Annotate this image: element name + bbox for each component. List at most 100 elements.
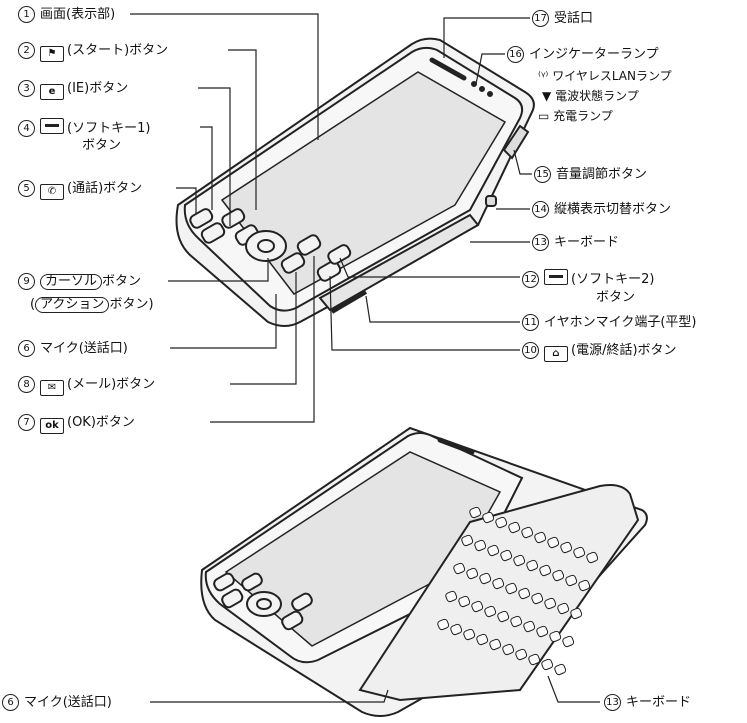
lamp-3 xyxy=(487,91,493,97)
open-key-mail xyxy=(281,610,304,631)
qwerty-key xyxy=(471,600,484,613)
qwerty-key xyxy=(515,648,528,661)
label-text: イヤホンマイク端子(平型) xyxy=(544,315,697,330)
open-key-start xyxy=(241,572,263,592)
leader-5 xyxy=(176,187,197,214)
label-start-button: 2 ⚑(スタート)ボタン xyxy=(18,42,168,62)
phone-closed xyxy=(175,37,535,327)
qwerty-key xyxy=(578,579,591,592)
label-ok-button: 7 ok(OK)ボタン xyxy=(18,414,135,434)
label-text: (ソフトキー2) xyxy=(571,272,655,287)
label-action-button: (アクションボタン) xyxy=(30,297,154,313)
callout-number: 12 xyxy=(522,271,539,288)
label-softkey1-sub: ボタン xyxy=(82,138,121,154)
callout-number: 15 xyxy=(534,166,551,183)
label-text: (ソフトキー1) xyxy=(67,121,151,136)
ok-key-icon: ok xyxy=(40,418,64,434)
qwerty-key xyxy=(500,549,513,562)
callout-number: 1 xyxy=(18,6,35,23)
leader-11 xyxy=(365,295,520,323)
label-text: (IE)ボタン xyxy=(67,81,129,96)
label-text: キーボード xyxy=(626,695,692,710)
qwerty-key xyxy=(445,590,458,603)
label-softkey2-button: 12 (ソフトキー2) xyxy=(522,269,654,288)
label-rotate-button: 14 縦横表示切替ボタン xyxy=(532,201,671,218)
qwerty-key xyxy=(552,569,565,582)
key-soft1 xyxy=(189,208,214,229)
label-wlan-lamp: ⁽ᵞ⁾ ワイヤレスLANランプ xyxy=(538,68,672,84)
label-text: マイク(送話口) xyxy=(24,695,112,710)
leader-6 xyxy=(170,294,277,349)
qwerty-key xyxy=(469,506,482,519)
label-softkey1-button: 4(ソフトキー1) xyxy=(18,118,150,137)
qwerty-key xyxy=(557,602,570,615)
qwerty-key xyxy=(437,618,450,631)
ie-key-icon: e xyxy=(40,84,64,100)
callout-number: 14 xyxy=(532,201,549,218)
label-text: 受話口 xyxy=(554,11,594,26)
key-soft2 xyxy=(327,244,352,265)
qwerty-key xyxy=(536,625,549,638)
label-text: 縦横表示切替ボタン xyxy=(554,202,672,217)
earphone-jack xyxy=(330,290,368,314)
key-ok xyxy=(296,234,322,256)
key-call xyxy=(200,222,226,244)
label-text: ボタン) xyxy=(109,297,154,312)
label-text: 充電ランプ xyxy=(553,109,613,123)
label-text: キーボード xyxy=(554,235,620,250)
qwerty-key xyxy=(541,658,554,671)
keyboard-edge xyxy=(318,213,480,312)
open-key-soft1 xyxy=(213,572,235,592)
leader-15 xyxy=(513,149,532,175)
qwerty-key xyxy=(531,592,544,605)
mail-key-icon: ✉ xyxy=(40,380,64,396)
label-keyboard-bottom: 13 キーボード xyxy=(604,694,691,711)
key-end xyxy=(316,260,342,282)
key-mail xyxy=(280,252,306,274)
action-key xyxy=(257,239,275,253)
label-power-end-button: 10⌂(電源/終話)ボタン xyxy=(522,342,677,362)
call-key-icon: ✆ xyxy=(40,184,64,200)
label-text: (メール)ボタン xyxy=(67,377,156,392)
qwerty-key xyxy=(573,546,586,559)
qwerty-key xyxy=(482,511,495,524)
qwerty-key xyxy=(547,536,560,549)
qwerty-key xyxy=(495,516,508,529)
leader-1 xyxy=(130,13,319,140)
label-text: (スタート)ボタン xyxy=(67,43,169,58)
label-text: (OK)ボタン xyxy=(67,415,135,430)
label-text-sub: ボタン xyxy=(82,138,122,153)
callout-number: 6 xyxy=(18,340,35,357)
softkey-key-icon xyxy=(544,269,568,285)
open-action-key xyxy=(256,598,272,610)
qwerty-key xyxy=(492,577,505,590)
windows-flag-key-icon: ⚑ xyxy=(40,46,64,62)
leader-3 xyxy=(198,87,231,226)
qwerty-key xyxy=(479,572,492,585)
callout-number: 2 xyxy=(18,42,35,59)
qwerty-key xyxy=(497,610,510,623)
qwerty-key xyxy=(518,587,531,600)
qwerty-key xyxy=(560,541,573,554)
antenna-icon: ⁽ᵞ⁾ xyxy=(538,69,549,83)
callout-number: 7 xyxy=(18,414,35,431)
leader-6b xyxy=(150,689,389,703)
qwerty-key xyxy=(534,531,547,544)
leader-lines xyxy=(130,13,600,703)
leader-7 xyxy=(210,256,315,423)
qwerty-keyboard xyxy=(358,484,640,702)
callout-number: 13 xyxy=(604,694,621,711)
qwerty-key xyxy=(466,567,479,580)
label-text: ボタン xyxy=(102,274,142,289)
qwerty-key xyxy=(453,562,466,575)
qwerty-key xyxy=(505,582,518,595)
label-text-sub: ボタン xyxy=(596,290,636,305)
qwerty-key xyxy=(508,521,521,534)
